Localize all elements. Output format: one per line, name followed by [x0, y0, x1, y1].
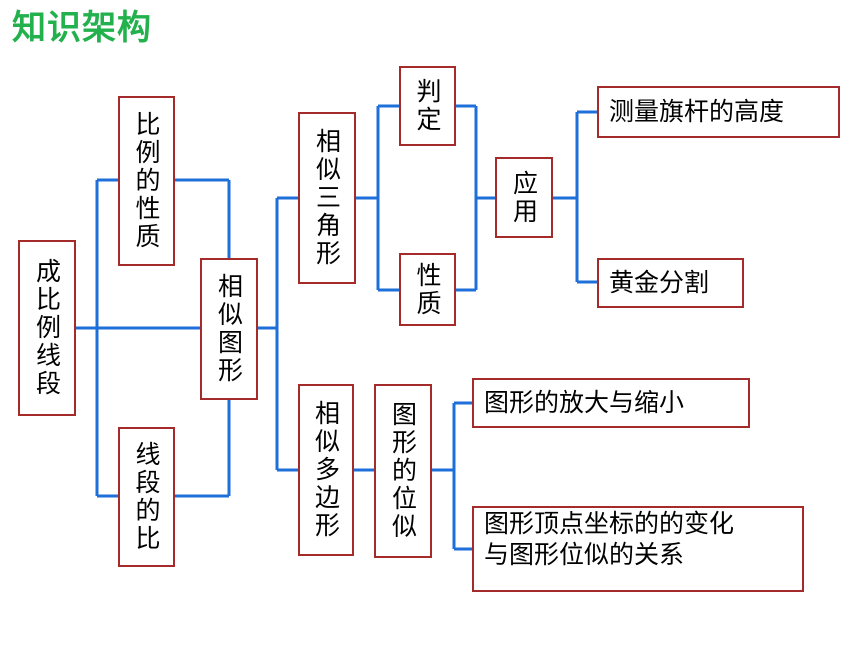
homothety-label: 图形的位似: [388, 401, 418, 541]
criteria-node: 判定: [399, 66, 456, 146]
properties-node: 性质: [399, 253, 456, 326]
similar-figures-label: 相似图形: [214, 273, 244, 385]
application-label: 应用: [509, 169, 539, 226]
similar-triangles-node: 相似三角形: [298, 112, 356, 284]
root-node: 成比例线段: [18, 240, 76, 416]
enlarge-shrink-label: 图形的放大与缩小: [484, 388, 685, 418]
segment-ratio-label: 线段的比: [132, 441, 161, 553]
segment-ratio-node: 线段的比: [118, 427, 175, 567]
flagpole-node: 测量旗杆的高度: [597, 86, 840, 138]
coordinates-relation-line1: 图形顶点坐标的的变化: [484, 509, 735, 538]
similar-triangles-label: 相似三角形: [312, 128, 342, 268]
coordinates-relation-node: 图形顶点坐标的的变化 与图形位似的关系: [472, 506, 804, 592]
properties-label: 性质: [413, 261, 442, 318]
coordinates-relation-line2: 与图形位似的关系: [484, 540, 685, 570]
page-title: 知识架构: [12, 8, 152, 48]
golden-section-node: 黄金分割: [597, 258, 744, 308]
application-node: 应用: [495, 157, 553, 238]
similar-polygons-label: 相似多边形: [311, 400, 341, 540]
homothety-node: 图形的位似: [374, 384, 432, 558]
similar-polygons-node: 相似多边形: [298, 384, 354, 556]
golden-section-label: 黄金分割: [609, 268, 710, 298]
criteria-label: 判定: [413, 78, 442, 134]
similar-figures-node: 相似图形: [200, 258, 258, 400]
ratio-properties-node: 比例的性质: [118, 96, 175, 266]
root-label: 成比例线段: [32, 258, 62, 398]
enlarge-shrink-node: 图形的放大与缩小: [472, 378, 750, 428]
ratio-properties-label: 比例的性质: [132, 111, 161, 251]
flagpole-label: 测量旗杆的高度: [609, 97, 785, 127]
